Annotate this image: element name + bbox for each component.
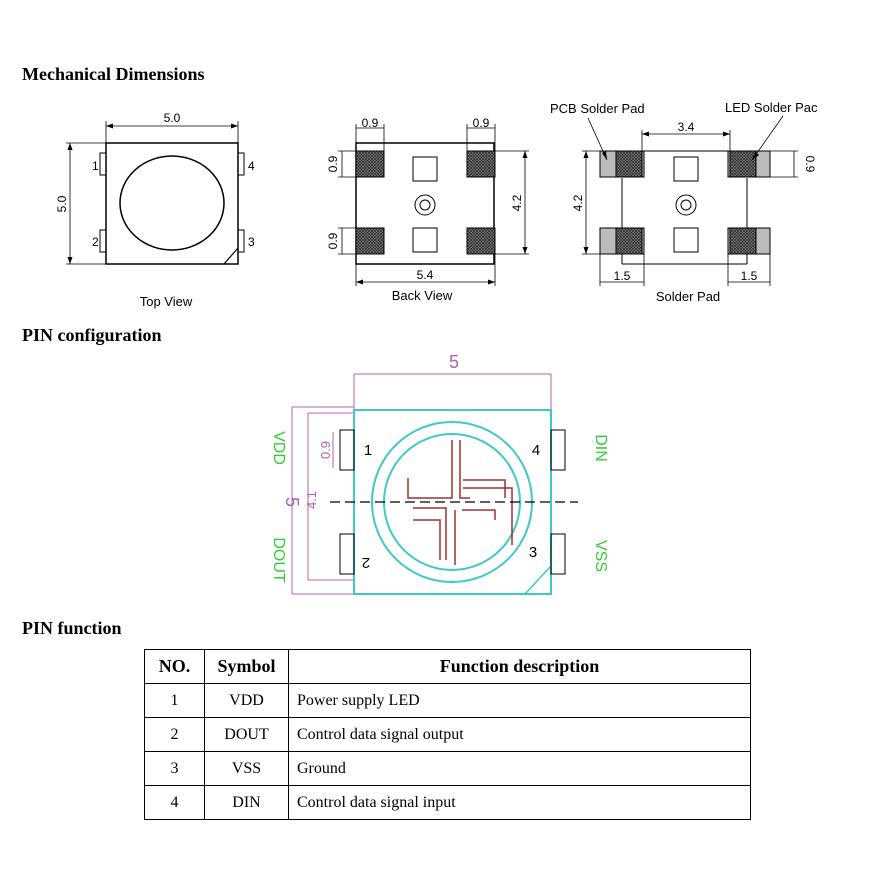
cell-no: 2 — [144, 717, 205, 752]
pin-config-pin-2: 2 — [362, 554, 370, 571]
mechanical-drawings: 5.0 5.0 1 2 3 4 Top View — [55, 100, 818, 595]
pin-config-pin-1: 1 — [364, 442, 372, 459]
cell-no: 1 — [144, 683, 205, 718]
pin-config-pad-dim: 0.9 — [318, 441, 333, 459]
pin-config-width-dim: 5 — [449, 352, 459, 372]
top-view-pin-1: 1 — [92, 159, 99, 173]
pcb-solder-pad-label: PCB Solder Pad — [550, 101, 645, 116]
top-view-pin-4: 4 — [248, 159, 255, 173]
solder-pad-pad-height-dim: 0.9 — [803, 156, 817, 173]
top-view-width-dim: 5.0 — [164, 111, 181, 125]
label-vss: VSS — [592, 540, 609, 572]
cell-desc: Control data signal output — [288, 717, 751, 752]
cell-desc: Power supply LED — [288, 683, 751, 718]
solder-pad-drawing — [582, 115, 798, 286]
table-header-row: NO. Symbol Function description — [144, 649, 751, 684]
solder-pad-caption: Solder Pad — [656, 289, 720, 304]
pin-configuration-drawing — [291, 373, 578, 595]
cell-no: 3 — [144, 751, 205, 786]
cell-symbol: DIN — [204, 785, 289, 820]
label-dout: DOUT — [270, 537, 287, 583]
back-view-pad-top-dim: 0.9 — [326, 155, 340, 172]
pin-config-pin-4: 4 — [532, 442, 540, 459]
top-view-caption: Top View — [140, 294, 193, 309]
header-symbol: Symbol — [204, 649, 289, 684]
top-view-pin-3: 3 — [248, 235, 255, 249]
header-no: NO. — [144, 649, 205, 684]
section-heading-pin-function: PIN function — [22, 618, 122, 638]
back-view-caption: Back View — [392, 288, 453, 303]
label-vdd: VDD — [270, 431, 287, 465]
table-row: 2 DOUT Control data signal output — [144, 717, 751, 752]
top-view-drawing — [66, 121, 245, 265]
label-din: DIN — [592, 434, 609, 462]
header-function: Function description — [288, 649, 751, 684]
section-heading-pin-configuration: PIN configuration — [22, 325, 162, 345]
led-solder-pad-label: LED Solder Pac — [725, 100, 818, 115]
back-view-width-dim: 5.4 — [417, 268, 434, 282]
top-view-height-dim: 5.0 — [55, 195, 69, 212]
solder-pad-height-dim: 4.2 — [571, 194, 585, 211]
cell-symbol: VDD — [204, 683, 289, 718]
pin-config-height-dim: 5 — [282, 497, 302, 507]
back-view-pad-left-dim: 0.9 — [362, 116, 379, 130]
back-view-height-dim: 4.2 — [510, 194, 524, 211]
cell-desc: Control data signal input — [288, 785, 751, 820]
cell-symbol: DOUT — [204, 717, 289, 752]
table-row: 1 VDD Power supply LED — [144, 683, 751, 718]
cell-no: 4 — [144, 785, 205, 820]
table-row: 3 VSS Ground — [144, 751, 751, 786]
pin-function-table: NO. Symbol Function description 1 VDD Po… — [144, 649, 751, 820]
solder-pad-left-dim: 1.5 — [614, 269, 631, 283]
section-heading-mechanical: Mechanical Dimensions — [22, 64, 205, 84]
solder-pad-right-dim: 1.5 — [741, 269, 758, 283]
back-view-pad-bottom-dim: 0.9 — [326, 232, 340, 249]
back-view-drawing — [338, 124, 529, 286]
cell-symbol: VSS — [204, 751, 289, 786]
back-view-pad-right-dim: 0.9 — [473, 116, 490, 130]
pin-config-inner-dim: 4.1 — [304, 491, 319, 509]
pin-config-pin-3: 3 — [529, 544, 537, 561]
top-view-pin-2: 2 — [92, 235, 99, 249]
cell-desc: Ground — [288, 751, 751, 786]
solder-pad-span-dim: 3.4 — [678, 120, 695, 134]
table-row: 4 DIN Control data signal input — [144, 785, 751, 820]
